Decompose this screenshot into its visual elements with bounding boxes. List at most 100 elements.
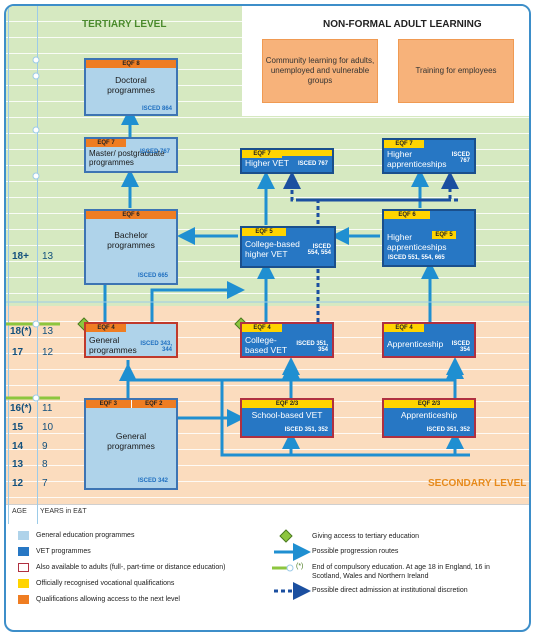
years-11: 11 (42, 403, 53, 414)
legend-swatch-vocational (18, 579, 29, 588)
apprenticeship-eqf4-box: EQF 4 Apprenticeship ISCED 354 (382, 322, 476, 358)
eqf-badge: EQF 2/3 (242, 400, 332, 408)
axis-node (32, 126, 40, 134)
legend-swatch-general (18, 531, 29, 540)
higher-apprenticeships-eqf65-box: EQF 6 EQF 5 Higher apprenticeships ISCED… (382, 209, 476, 267)
dashed-app4-to-higher-vet (283, 171, 320, 322)
age-18-compulsory: 18(*) (10, 326, 32, 337)
isced-code: ISCED 767 (297, 161, 328, 167)
nonformal-title: NON-FORMAL ADULT LEARNING (323, 19, 482, 30)
legend-compulsory-marker: (*) (296, 563, 304, 570)
eqf-badge: EQF 7 (384, 140, 424, 148)
general-programmes-eqf4-box: EQF 4 General programmes ISCED 343, 344 (84, 322, 178, 358)
higher-apprenticeships-eqf7-box: EQF 7 Higher apprenticeships ISCED 767 (382, 138, 476, 174)
tertiary-level-title: TERTIARY LEVEL (82, 19, 167, 30)
training-employees-box: Training for employees (398, 39, 514, 103)
eqf-badge: EQF 4 (242, 324, 282, 332)
legend-compulsory: End of compulsory education. At age 18 i… (312, 564, 490, 581)
eqf-badge-3: EQF 3 (86, 400, 132, 408)
programme-label: Higher apprenticeships (387, 149, 447, 169)
arrow-general4-to-college-higher (150, 281, 245, 322)
legend-vet: VET programmes (36, 548, 91, 555)
eqf-badge: EQF 6 (86, 211, 176, 219)
age-13: 13 (12, 459, 24, 470)
years-axis-line (8, 6, 9, 524)
programme-label: Higher VET (245, 158, 289, 168)
axis-years-label: YEARS in E&T (40, 508, 87, 515)
age-15: 15 (12, 422, 24, 433)
axis-node (32, 172, 40, 180)
secondary-level-title: SECONDARY LEVEL (428, 478, 527, 489)
years-13-a: 13 (42, 251, 54, 262)
eqf-badge: EQF 7 (86, 139, 126, 147)
legend-swatch-adults (18, 563, 29, 572)
age-12: 12 (12, 478, 24, 489)
age-14: 14 (12, 441, 24, 452)
eqf-badge: EQF 8 (86, 60, 176, 68)
programme-label: General programmes (107, 431, 155, 451)
isced-code: ISCED 354 (451, 341, 470, 353)
legend-swatch-vet (18, 547, 29, 556)
programme-label: General programmes (89, 335, 137, 355)
isced-code: ISCED 351, 352 (426, 427, 470, 433)
age-18plus: 18+ (12, 251, 29, 262)
isced-code: ISCED 351, 352 (284, 427, 328, 433)
general-programmes-eqf23-box: EQF 3 EQF 2 General programmes ISCED 342 (84, 398, 178, 490)
axis-band (6, 504, 529, 525)
community-learning-box: Community learning for adults, unemploye… (262, 39, 378, 103)
age-axis-line (37, 6, 38, 524)
eqf-badge: EQF 4 (384, 324, 424, 332)
eqf-badge-2: EQF 2 (131, 400, 176, 408)
eqf-badge: EQF 5 (242, 228, 286, 236)
axis-node-18 (32, 320, 40, 328)
programme-label: Master/ postgraduate programmes (89, 149, 165, 168)
legend-symbols (272, 529, 311, 600)
years-8: 8 (42, 459, 48, 470)
programme-label: Apprenticeship (400, 410, 458, 420)
dashed-to-higher-app7 (318, 171, 459, 202)
bachelor-programmes-box: EQF 6 Bachelor programmes ISCED 665 (84, 209, 178, 285)
legend-direct: Possible direct admission at institution… (312, 587, 468, 594)
programme-label: Bachelor programmes (107, 230, 155, 250)
isced-code: ISCED 767 (139, 149, 170, 155)
years-9: 9 (42, 441, 48, 452)
higher-vet-box: EQF 7 Higher VET ISCED 767 (240, 148, 334, 174)
apprenticeship-eqf23-box: EQF 2/3 Apprenticeship ISCED 351, 352 (382, 398, 476, 438)
legend-progression: Possible progression routes (312, 548, 399, 555)
legend-tertiary-access: Giving access to tertiary education (312, 533, 419, 540)
legend-compulsory-node-icon (286, 564, 294, 572)
eqf-badge-5: EQF 5 (432, 231, 456, 239)
eqf-badge-6: EQF 6 (384, 211, 430, 219)
programme-label: College-based higher VET (245, 239, 300, 259)
axis-node-16 (32, 394, 40, 402)
isced-code: ISCED 343, 344 (140, 341, 172, 353)
years-13-b: 13 (42, 326, 54, 337)
age-16-compulsory: 16(*) (10, 403, 32, 414)
axis-node (32, 72, 40, 80)
legend-vocational: Officially recognised vocational qualifi… (36, 580, 175, 587)
axis-age-label: AGE (12, 508, 27, 515)
master-programmes-box: EQF 7 Master/ postgraduate programmes IS… (84, 137, 178, 173)
legend-swatch-qualifications (18, 595, 29, 604)
legend-diamond-icon (279, 529, 293, 543)
isced-code: ISCED 551, 554, 665 (388, 255, 445, 261)
college-based-higher-vet-box: EQF 5 College-based higher VET ISCED 554… (240, 226, 336, 268)
legend-adults: Also available to adults (full-, part-ti… (36, 564, 226, 571)
isced-code: ISCED 767 (451, 152, 470, 164)
years-10: 10 (42, 422, 54, 433)
isced-code: ISCED 554, 554 (307, 244, 331, 256)
eqf-badge: EQF 2/3 (384, 400, 474, 408)
programme-label: College-based VET (245, 335, 288, 355)
isced-code: ISCED 864 (141, 106, 172, 112)
eqf-badges: EQF 3 EQF 2 (86, 400, 176, 408)
axis-node (32, 56, 40, 64)
school-based-vet-box: EQF 2/3 School-based VET ISCED 351, 352 (240, 398, 334, 438)
years-12: 12 (42, 347, 54, 358)
isced-code: ISCED 342 (137, 478, 168, 484)
isced-code: ISCED 351, 354 (296, 341, 328, 353)
programme-label: School-based VET (251, 410, 323, 420)
eqf-badge: EQF 4 (86, 324, 126, 332)
doctoral-programmes-box: EQF 8 Doctoral programmes ISCED 864 (84, 58, 178, 116)
legend-qualifications: Qualifications allowing access to the ne… (36, 596, 180, 603)
